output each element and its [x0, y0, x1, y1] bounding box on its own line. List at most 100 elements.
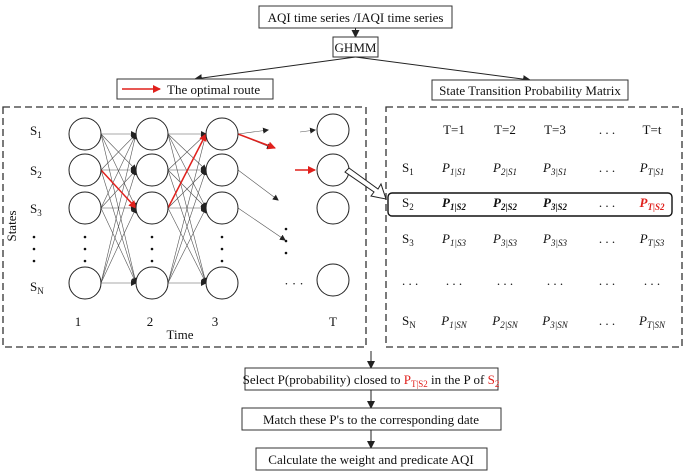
step3-text: Calculate the weight and predicate AQI: [268, 452, 473, 467]
matrix-row-label: S3: [402, 231, 414, 248]
ellipsis-dot: [220, 247, 224, 251]
matrix-cell: . . .: [644, 273, 660, 288]
ghmm-label: GHMM: [335, 40, 377, 55]
ellipsis-dot: [32, 247, 36, 251]
matrix-col-header: T=1: [443, 122, 465, 137]
state-node: [68, 117, 102, 151]
state-label: S3: [30, 201, 42, 218]
ellipsis-dot: [220, 235, 224, 239]
route-legend-label: The optimal route: [167, 82, 260, 97]
transition-edge: [167, 133, 208, 284]
matrix-panel: [385, 106, 683, 348]
matrix-cell: . . .: [599, 273, 615, 288]
matrix-row-label: S1: [402, 160, 414, 177]
matrix-col-header: T=2: [494, 122, 516, 137]
transition-edge: [100, 133, 137, 171]
state-node: [316, 113, 350, 147]
ellipsis-dot: [284, 251, 288, 255]
state-label: SN: [30, 279, 44, 296]
matrix-cell: P2|S2: [493, 195, 517, 212]
state-node: [316, 263, 350, 297]
state-node: [316, 191, 350, 225]
step3-box: [255, 447, 488, 471]
matrix-col-header: . . .: [599, 122, 615, 137]
matrix-cell: P1|S2: [442, 195, 466, 212]
step2-text: Match these P's to the corresponding dat…: [263, 412, 479, 427]
optimal-route-edge: [100, 169, 137, 209]
ellipsis-dot: [83, 259, 87, 263]
transition-edge: [237, 169, 279, 201]
matrix-cell: P3|S3: [542, 231, 567, 248]
state-node: [68, 266, 102, 300]
matrix-cell: PT|SN: [638, 313, 666, 330]
state-node: [68, 153, 102, 187]
matrix-cell: PT|S3: [639, 231, 665, 248]
state-node: [316, 153, 350, 187]
matrix-row-label: S2: [402, 195, 414, 212]
state-node: [135, 191, 169, 225]
matrix-cell: P3|S3: [492, 231, 517, 248]
matrix-cell: . . .: [547, 273, 563, 288]
route-legend-box: [116, 78, 274, 100]
matrix-cell: . . .: [497, 273, 513, 288]
hmm-edges: [100, 127, 316, 286]
optimal-route-edge: [237, 133, 276, 150]
transition-edge: [167, 169, 208, 284]
state-node: [135, 266, 169, 300]
matrix-cell: P2|S1: [492, 160, 517, 177]
ellipsis-dot: [32, 259, 36, 263]
transition-edge: [100, 133, 138, 284]
matrix-cell: P3|S1: [542, 160, 567, 177]
matrix-cell: P1|S3: [441, 231, 466, 248]
matrix-cell: P2|SN: [491, 313, 518, 330]
matrix-cell: . . .: [446, 273, 462, 288]
transition-edge: [237, 207, 286, 241]
hmm-panel: [2, 106, 367, 348]
matrix-row-label: . . .: [402, 273, 418, 288]
transition-edge: [237, 127, 269, 135]
matrix-cell: . . .: [599, 231, 615, 246]
ellipsis-dot: [83, 235, 87, 239]
time-tick-label: 3: [212, 314, 219, 329]
matrix-cell: . . .: [599, 195, 615, 210]
state-label: S1: [30, 123, 42, 140]
state-node: [135, 117, 169, 151]
state-node: [205, 191, 239, 225]
state-node: [68, 191, 102, 225]
matrix-cell: . . .: [599, 313, 615, 328]
time-tick-label: T: [329, 314, 337, 329]
transition-edge: [100, 133, 137, 209]
matrix-cell: . . .: [599, 160, 615, 175]
states-axis-label: States: [4, 210, 19, 241]
horizontal-ellipsis: · · ·: [284, 276, 304, 291]
state-node: [135, 153, 169, 187]
matrix-title-box: [431, 79, 629, 101]
highlight-row-frame: [387, 192, 673, 217]
ellipsis-dot: [220, 259, 224, 263]
transition-edge: [167, 169, 207, 209]
arrow-ghmm-to-route: [194, 56, 356, 83]
time-tick-label: 2: [147, 314, 154, 329]
hollow-arrow-icon: [344, 167, 387, 200]
transition-edge: [100, 169, 138, 284]
matrix-cell: P3|SN: [541, 313, 568, 330]
matrix-col-header: T=3: [544, 122, 566, 137]
matrix-cell: PT|S1: [639, 160, 664, 177]
ellipsis-dot: [150, 235, 154, 239]
matrix-cell: P1|SN: [440, 313, 467, 330]
matrix-col-header: T=t: [643, 122, 662, 137]
state-node: [205, 153, 239, 187]
ellipsis-dot: [150, 247, 154, 251]
hmm-dots: · · ·: [32, 227, 304, 291]
arrow-ghmm-to-matrix: [355, 56, 531, 84]
state-node: [205, 117, 239, 151]
ellipsis-dot: [284, 239, 288, 243]
ellipsis-dot: [83, 247, 87, 251]
input-box-label: AQI time series /IAQI time series: [268, 10, 444, 25]
time-axis-label: Time: [167, 327, 194, 342]
